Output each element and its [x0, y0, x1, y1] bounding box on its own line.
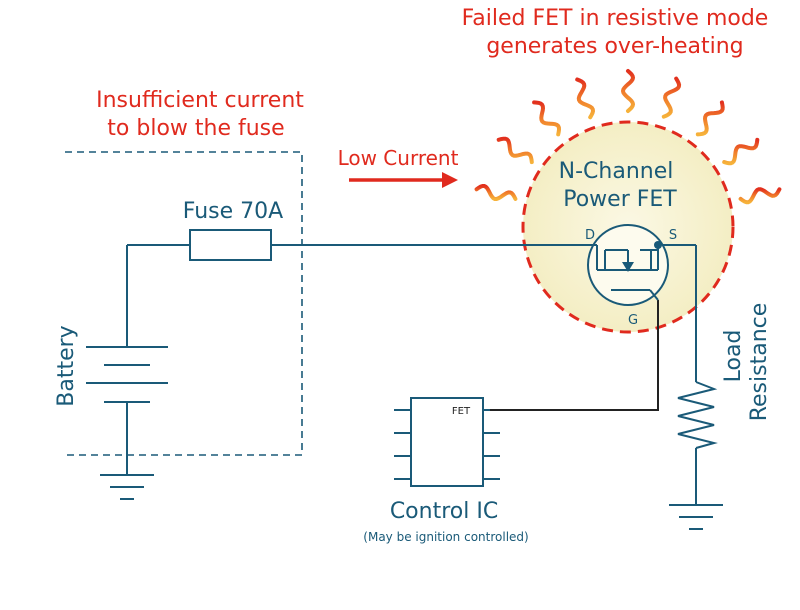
- heat-waves: [474, 69, 782, 205]
- control-ic-label: Control IC: [390, 499, 498, 524]
- fuse-note-line2: to blow the fuse: [107, 116, 284, 141]
- ic-fet-pin-label: FET: [452, 406, 471, 417]
- overheat-annotation-line1: Failed FET in resistive mode: [462, 6, 769, 31]
- drain-label: D: [585, 228, 595, 243]
- fet-title-line1: N-Channel: [559, 159, 674, 184]
- source-label: S: [669, 228, 677, 243]
- wiring: [126, 244, 697, 505]
- fet-title-line2: Power FET: [563, 187, 677, 212]
- mosfet-arrow: [622, 262, 634, 272]
- control-ic-chip: [394, 397, 500, 487]
- battery-section-boundary: [65, 151, 303, 456]
- low-current-arrow: [349, 172, 458, 188]
- heat-wave: [738, 187, 782, 205]
- heat-wave: [496, 136, 534, 165]
- overheat-annotation-line2: generates over-heating: [486, 34, 743, 59]
- load-label-line2: Resistance: [747, 303, 772, 422]
- battery-symbol: [86, 346, 168, 403]
- fuse-symbol: [189, 229, 272, 261]
- gate-wire: [490, 300, 659, 411]
- fuse-label: Fuse 70A: [183, 199, 283, 224]
- heat-wave: [695, 100, 725, 137]
- heat-wave: [722, 137, 760, 166]
- source-node-dot: [654, 241, 662, 249]
- heat-wave: [620, 69, 636, 113]
- heat-wave: [474, 184, 518, 201]
- load-ground-symbol: [669, 504, 723, 530]
- load-label-line1: Load: [721, 330, 746, 383]
- fuse-note-line1: Insufficient current: [96, 88, 304, 113]
- load-resistor-symbol: [677, 381, 718, 449]
- control-ic-note: (May be ignition controlled): [363, 530, 528, 544]
- heat-wave: [661, 76, 682, 119]
- low-current-label: Low Current: [338, 146, 459, 170]
- heat-wave: [575, 77, 596, 120]
- battery-label: Battery: [54, 325, 79, 406]
- gate-label: G: [628, 313, 638, 328]
- heat-wave: [532, 100, 562, 137]
- battery-ground-symbol: [100, 474, 154, 500]
